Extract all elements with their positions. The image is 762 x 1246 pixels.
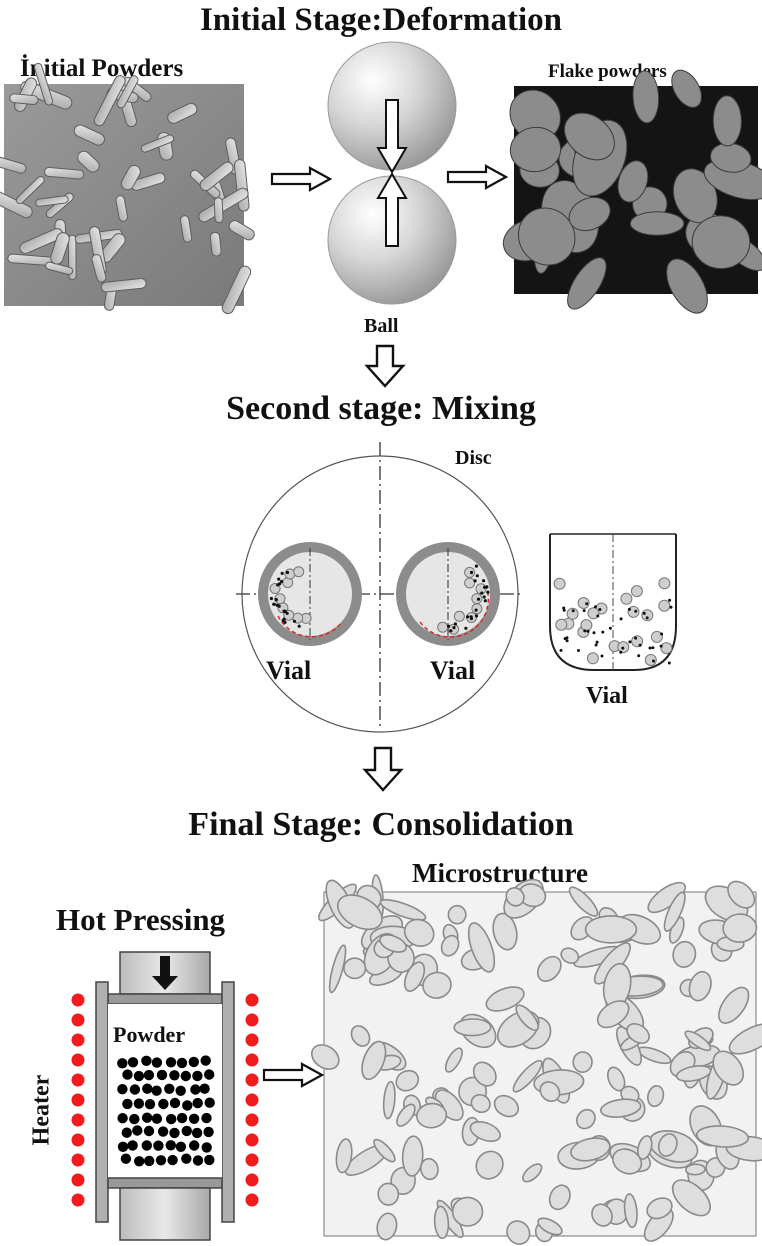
arrow-down-icon xyxy=(362,746,404,792)
arrow-down-icon xyxy=(376,99,408,174)
vial-right-label: Vial xyxy=(430,656,476,685)
stage1-title: Initial Stage:Deformation xyxy=(199,2,563,38)
disc-label: Disc xyxy=(455,447,492,469)
mixing-disc-diagram xyxy=(236,442,524,733)
stage2-title: Second stage: Mixing xyxy=(226,390,536,427)
ball-label: Ball xyxy=(364,315,399,337)
microstructure-image xyxy=(310,874,762,1245)
arrow-up-icon xyxy=(376,172,408,247)
microstructure-label: Microstructure xyxy=(412,858,588,888)
hot-press-diagram xyxy=(71,951,259,1241)
right-vial xyxy=(396,542,500,646)
press-arrow-icon xyxy=(152,956,178,990)
ball-pair-illustration xyxy=(327,41,457,305)
arrow-right-icon xyxy=(262,1062,325,1088)
powder-label: Powder xyxy=(113,1022,186,1047)
arrow-right-icon xyxy=(446,164,509,190)
initial-powders-image xyxy=(0,62,255,315)
side-vial-diagram xyxy=(549,533,677,671)
flake-powders-image xyxy=(502,69,762,314)
left-vial xyxy=(258,542,362,646)
hot-pressing-label: Hot Pressing xyxy=(56,902,226,937)
stage3-title: Final Stage: Consolidation xyxy=(188,806,574,843)
arrow-down-icon xyxy=(364,344,406,388)
arrow-right-icon xyxy=(270,166,333,192)
vial-left-label: Vial xyxy=(266,656,312,685)
vial-side-label: Vial xyxy=(586,683,628,709)
initial-powders-label: İnitial Powders xyxy=(20,55,184,82)
heater-label: Heater xyxy=(28,1074,55,1146)
